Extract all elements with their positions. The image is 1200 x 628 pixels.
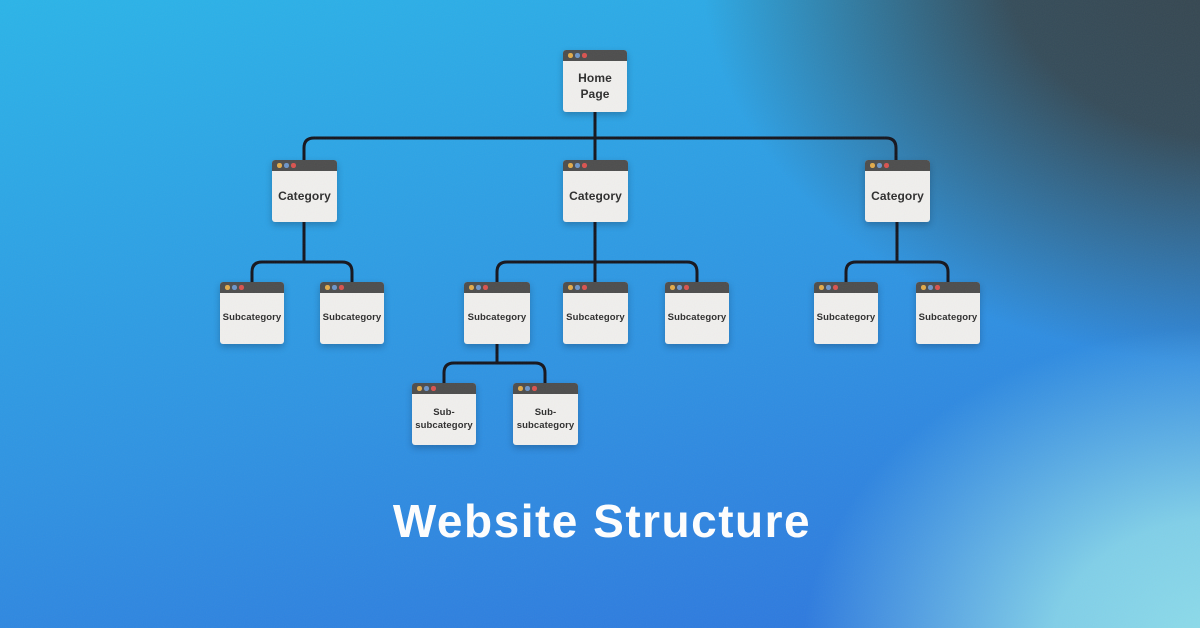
node-label: Subcategory <box>816 312 876 324</box>
window-titlebar <box>220 282 284 293</box>
node-label: Subcategory <box>566 312 625 324</box>
window-control-dots-icon <box>870 163 875 168</box>
window-control-dots-icon <box>921 285 926 290</box>
window-control-dots-icon <box>568 163 573 168</box>
node-sub-subcategory-2: Sub-subcategory <box>513 383 578 445</box>
node-category-3: Category <box>865 160 930 222</box>
window-titlebar <box>665 282 729 293</box>
window-titlebar <box>563 50 627 61</box>
window-control-dots-icon <box>568 53 573 58</box>
node-subcategory-2-2: Subcategory <box>563 282 628 344</box>
node-subcategory-3-1: Subcategory <box>814 282 878 344</box>
node-label: Category <box>871 188 924 203</box>
window-titlebar <box>563 282 628 293</box>
window-control-dots-icon <box>819 285 824 290</box>
window-titlebar <box>814 282 878 293</box>
window-titlebar <box>865 160 930 171</box>
node-category-2: Category <box>563 160 628 222</box>
node-label: Subcategory <box>918 312 978 324</box>
node-label: Subcategory <box>222 312 282 324</box>
node-subcategory-2-3: Subcategory <box>665 282 729 344</box>
window-control-dots-icon <box>325 285 330 290</box>
window-titlebar <box>320 282 384 293</box>
node-subcategory-2-1: Subcategory <box>464 282 530 344</box>
node-label: Sub-subcategory <box>516 406 575 431</box>
window-titlebar <box>412 383 476 394</box>
node-label: Subcategory <box>322 312 382 324</box>
window-titlebar <box>563 160 628 171</box>
window-titlebar <box>464 282 530 293</box>
node-label: Category <box>569 188 622 203</box>
window-titlebar <box>513 383 578 394</box>
node-label: Category <box>278 188 331 203</box>
page-title: Website Structure <box>392 495 812 547</box>
window-control-dots-icon <box>225 285 230 290</box>
node-label: Subcategory <box>667 312 727 324</box>
node-label: Home Page <box>578 70 612 101</box>
window-control-dots-icon <box>518 386 523 391</box>
window-control-dots-icon <box>568 285 573 290</box>
window-control-dots-icon <box>277 163 282 168</box>
window-control-dots-icon <box>670 285 675 290</box>
window-titlebar <box>272 160 337 171</box>
window-titlebar <box>916 282 980 293</box>
node-subcategory-1-1: Subcategory <box>220 282 284 344</box>
node-label: Sub-subcategory <box>415 406 473 431</box>
node-home-page: Home Page <box>563 50 627 112</box>
node-subcategory-3-2: Subcategory <box>916 282 980 344</box>
node-label: Subcategory <box>467 312 527 324</box>
window-control-dots-icon <box>417 386 422 391</box>
node-sub-subcategory-1: Sub-subcategory <box>412 383 476 445</box>
node-category-1: Category <box>272 160 337 222</box>
node-subcategory-1-2: Subcategory <box>320 282 384 344</box>
window-control-dots-icon <box>469 285 474 290</box>
